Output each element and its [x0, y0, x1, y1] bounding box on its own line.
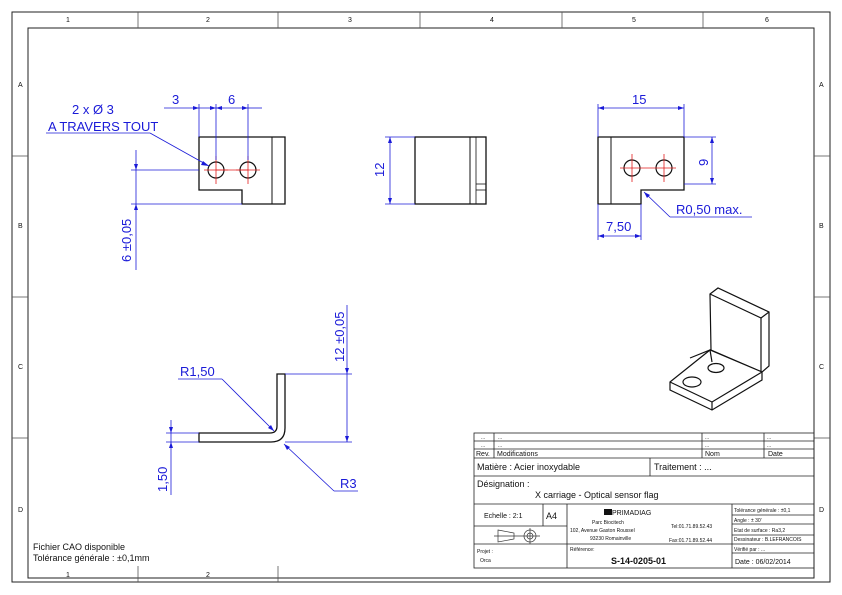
verifie: Vérifié par : ... — [734, 547, 765, 553]
designation: X carriage - Optical sensor flag — [535, 490, 659, 500]
row-label-a-right: A — [819, 82, 824, 89]
rev-row-1-mod: ... — [498, 435, 502, 441]
address-line-1: Parc Biocitech — [592, 520, 624, 526]
dim-bottom-r3: R3 — [340, 476, 357, 491]
rev-row-2-mod: ... — [498, 443, 502, 449]
designation-label: Désignation : — [477, 479, 530, 489]
company-name: PRIMADIAG — [612, 510, 651, 517]
dessinateur: Dessinateur : B.LEFRANCOIS — [734, 537, 802, 543]
rev-header: Rev. — [476, 451, 490, 458]
matiere: Matière : Acier inoxydable — [477, 462, 580, 472]
dim-right-15: 15 — [632, 92, 646, 107]
inner-border — [27, 27, 815, 579]
dim-right-9: 9 — [696, 159, 711, 166]
rev-row-2-date: ... — [767, 443, 771, 449]
dim-front-tol: 6 ±0,05 — [119, 219, 134, 262]
tel: Tel:01.71.89.52.43 — [671, 524, 712, 530]
address-line-3: 93230 Romainville — [590, 536, 631, 542]
row-label-d: D — [18, 507, 23, 514]
dim-bottom-12tol: 12 ±0,05 — [332, 311, 347, 362]
dim-bottom-r150: R1,50 — [180, 364, 215, 379]
title-block — [473, 432, 815, 569]
projection-symbol-icon — [494, 528, 540, 544]
reference-value: S-14-0205-01 — [611, 556, 666, 566]
company-logo-icon: PRIMADIAG — [604, 509, 651, 517]
col-label-3: 3 — [348, 17, 352, 24]
dim-right-750: 7,50 — [606, 219, 631, 234]
note-cao: Fichier CAO disponible — [33, 542, 125, 552]
projet-value: Orca — [480, 558, 491, 564]
front-view: 3 6 2 x Ø 3 A TRAVERS TOUT 6 ±0,05 — [46, 92, 286, 270]
dim-front-through: A TRAVERS TOUT — [48, 119, 158, 134]
rev-row-1-nom: ... — [705, 435, 709, 441]
etat-surface: Etat de surface : Ra3,2 — [734, 528, 785, 534]
isometric-view — [669, 287, 770, 411]
tol-generale: Tolérance générale : ±0,1 — [734, 508, 791, 514]
mod-header: Modifications — [497, 451, 538, 458]
row-label-a: A — [18, 82, 23, 89]
date-header: Date — [768, 451, 783, 458]
row-label-b: B — [18, 223, 23, 230]
row-label-c: C — [18, 364, 23, 371]
rev-row-2-nom: ... — [705, 443, 709, 449]
note-tolerance: Tolérance générale : ±0,1mm — [33, 553, 150, 563]
dim-front-holes: 2 x Ø 3 — [72, 102, 114, 117]
zone-ticks — [12, 12, 830, 582]
reference-label: Référence: — [570, 547, 594, 553]
bottom-view: R1,50 12 ±0,05 1,50 R3 — [155, 305, 358, 495]
echelle: Echelle : 2:1 — [484, 513, 523, 520]
dim-front-3: 3 — [172, 92, 179, 107]
projet-label: Projet : — [477, 549, 493, 555]
revision-table: ... ... ... ... ... ... ... ... Rev. Mod… — [476, 435, 783, 458]
rev-row-1-rev: ... — [481, 435, 485, 441]
col-label-bottom-1: 1 — [66, 572, 70, 579]
dim-front-6: 6 — [228, 92, 235, 107]
dim-right-r: R0,50 max. — [676, 202, 742, 217]
traitement: Traitement : ... — [654, 462, 712, 472]
date-field: Date : 06/02/2014 — [735, 559, 791, 566]
dim-bottom-150: 1,50 — [155, 467, 170, 492]
col-label-6: 6 — [765, 17, 769, 24]
fax: Fax:01.71.89.52.44 — [669, 538, 712, 544]
row-label-d-right: D — [819, 507, 824, 514]
outer-frame — [11, 11, 831, 583]
col-label-2: 2 — [206, 17, 210, 24]
rev-row-2-rev: ... — [481, 443, 485, 449]
zone-labels: 1 2 3 4 5 6 1 2 A B C D A B C D — [18, 17, 824, 579]
row-label-b-right: B — [819, 223, 824, 230]
col-label-4: 4 — [490, 17, 494, 24]
nom-header: Nom — [705, 451, 720, 458]
format: A4 — [546, 511, 557, 521]
col-label-5: 5 — [632, 17, 636, 24]
col-label-bottom-2: 2 — [206, 572, 210, 579]
col-label-1: 1 — [66, 17, 70, 24]
right-view: 15 9 7,50 R0,50 max. — [597, 92, 752, 240]
address-line-2: 102, Avenue Gaston Roussel — [570, 528, 635, 534]
rev-row-1-date: ... — [767, 435, 771, 441]
row-label-c-right: C — [819, 364, 824, 371]
dim-side-12: 12 — [372, 163, 387, 177]
side-view: 12 — [372, 136, 487, 205]
angle: Angle : ± 30' — [734, 518, 762, 524]
